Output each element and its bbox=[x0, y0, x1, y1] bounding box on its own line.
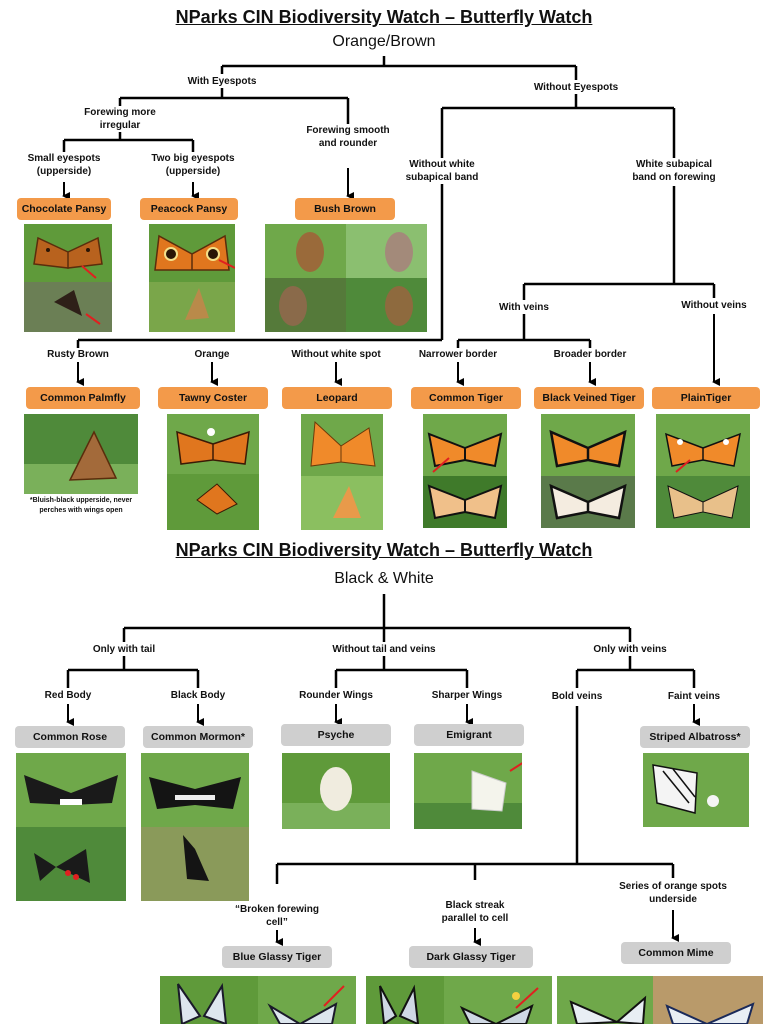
question-orange-spots: Series of orange spots underside bbox=[619, 881, 727, 905]
question-black-streak: Black streak parallel to cell bbox=[441, 900, 509, 924]
species-blue-glassy-tiger: Blue Glassy Tiger bbox=[222, 946, 332, 968]
species-tawny-coster: Tawny Coster bbox=[158, 387, 268, 409]
photo-common-mormon bbox=[141, 753, 249, 901]
photo-common-tiger bbox=[423, 414, 507, 528]
photo-striped-albatross bbox=[643, 753, 749, 827]
species-leopard: Leopard bbox=[282, 387, 392, 409]
photo-plain-tiger bbox=[656, 414, 750, 528]
question-orange: Orange bbox=[194, 349, 230, 360]
question-forewing-irregular: Forewing more irregular bbox=[84, 107, 156, 131]
photo-common-mime bbox=[557, 976, 763, 1024]
photo-psyche bbox=[282, 753, 390, 829]
page-title-2: NParks CIN Biodiversity Watch – Butterfl… bbox=[175, 540, 593, 560]
species-common-mime: Common Mime bbox=[621, 942, 731, 964]
photo-bush-brown bbox=[265, 224, 427, 332]
question-faint-veins: Faint veins bbox=[667, 691, 721, 702]
photo-common-palmfly bbox=[24, 414, 138, 494]
photo-chocolate-pansy bbox=[24, 224, 112, 332]
question-red-body: Red Body bbox=[44, 690, 92, 701]
question-with-veins: With veins bbox=[499, 302, 549, 313]
species-black-veined-tiger: Black Veined Tiger bbox=[534, 387, 644, 409]
photo-black-veined-tiger bbox=[541, 414, 635, 528]
photo-common-rose bbox=[16, 753, 126, 901]
species-chocolate-pansy: Chocolate Pansy bbox=[17, 198, 111, 220]
question-with-eyespots: With Eyespots bbox=[187, 76, 257, 87]
question-small-eyespots: Small eyespots (upperside) bbox=[27, 153, 101, 177]
question-rusty-brown: Rusty Brown bbox=[47, 349, 109, 360]
species-peacock-pansy: Peacock Pansy bbox=[140, 198, 238, 220]
question-narrower-border: Narrower border bbox=[418, 349, 498, 360]
photo-leopard bbox=[301, 414, 383, 530]
question-without-white-band: Without white subapical band bbox=[405, 159, 479, 183]
question-without-white-spot: Without white spot bbox=[291, 349, 381, 360]
species-striped-albatross: Striped Albatross* bbox=[640, 726, 750, 748]
question-without-veins: Without veins bbox=[681, 300, 747, 311]
question-only-veins: Only with veins bbox=[593, 644, 667, 655]
photo-tawny-coster bbox=[167, 414, 259, 530]
question-sharper-wings: Sharper Wings bbox=[431, 690, 503, 701]
species-common-palmfly: Common Palmfly bbox=[26, 387, 140, 409]
question-broader-border: Broader border bbox=[553, 349, 627, 360]
species-dark-glassy-tiger: Dark Glassy Tiger bbox=[409, 946, 533, 968]
species-psyche: Psyche bbox=[281, 724, 391, 746]
question-without-tail-veins: Without tail and veins bbox=[332, 644, 436, 655]
category-subtitle: Orange/Brown bbox=[332, 33, 436, 50]
question-white-band: White subapical band on forewing bbox=[632, 159, 716, 183]
species-common-tiger: Common Tiger bbox=[411, 387, 521, 409]
question-without-eyespots: Without Eyespots bbox=[533, 82, 619, 93]
question-forewing-smooth: Forewing smooth and rounder bbox=[306, 125, 390, 149]
photo-emigrant bbox=[414, 753, 522, 829]
question-broken-cell: “Broken forewing cell” bbox=[235, 904, 319, 928]
species-emigrant: Emigrant bbox=[414, 724, 524, 746]
species-plain-tiger: PlainTiger bbox=[652, 387, 760, 409]
photo-blue-glassy-tiger bbox=[160, 976, 356, 1024]
photo-dark-glassy-tiger bbox=[366, 976, 552, 1024]
category-subtitle-2: Black & White bbox=[334, 570, 434, 587]
species-common-rose: Common Rose bbox=[15, 726, 125, 748]
question-bold-veins: Bold veins bbox=[551, 691, 603, 702]
question-rounder-wings: Rounder Wings bbox=[299, 690, 373, 701]
species-bush-brown: Bush Brown bbox=[295, 198, 395, 220]
question-only-tail: Only with tail bbox=[92, 644, 156, 655]
page-title: NParks CIN Biodiversity Watch – Butterfl… bbox=[175, 7, 593, 27]
question-two-big-eyespots: Two big eyespots (upperside) bbox=[151, 153, 235, 177]
question-black-body: Black Body bbox=[170, 690, 226, 701]
photo-peacock-pansy bbox=[149, 224, 235, 332]
species-common-mormon: Common Mormon* bbox=[143, 726, 253, 748]
palmfly-note: *Bluish-black upperside, never perches w… bbox=[29, 497, 133, 514]
